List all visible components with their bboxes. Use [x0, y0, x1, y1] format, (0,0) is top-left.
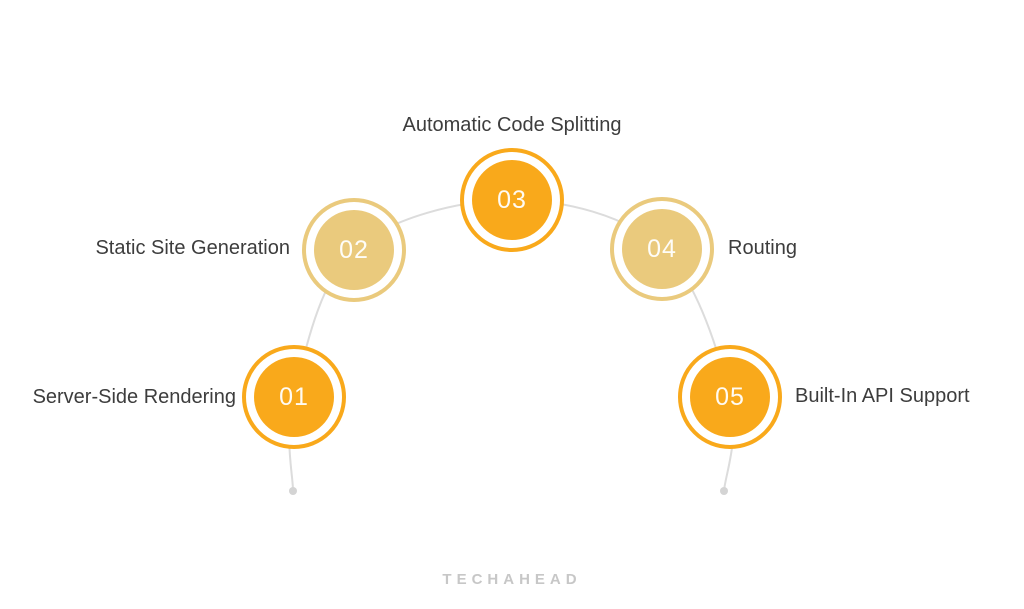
step-disc-05: 05 — [690, 357, 770, 437]
step-label-automatic-code-splitting: Automatic Code Splitting — [402, 114, 622, 136]
step-label-server-side-rendering: Server-Side Rendering — [32, 386, 236, 408]
step-label-static-site-generation: Static Site Generation — [95, 237, 290, 259]
arc-end-dot-right — [720, 487, 728, 495]
step-disc-04: 04 — [622, 209, 702, 289]
step-label-routing: Routing — [728, 237, 797, 259]
step-disc-02: 02 — [314, 210, 394, 290]
step-node-03: 03 — [460, 148, 564, 252]
step-node-02: 02 — [302, 198, 406, 302]
step-node-01: 01 — [242, 345, 346, 449]
step-node-05: 05 — [678, 345, 782, 449]
arc-end-dot-left — [289, 487, 297, 495]
step-label-built-in-api-support: Built-In API Support — [795, 385, 970, 407]
techahead-logo: TECHAHEAD — [442, 571, 582, 588]
step-number-05: 05 — [715, 382, 745, 411]
step-number-02: 02 — [339, 235, 369, 264]
step-number-04: 04 — [647, 234, 677, 263]
step-number-03: 03 — [497, 185, 527, 214]
step-disc-03: 03 — [472, 160, 552, 240]
step-number-01: 01 — [279, 382, 309, 411]
step-node-04: 04 — [610, 197, 714, 301]
step-disc-01: 01 — [254, 357, 334, 437]
